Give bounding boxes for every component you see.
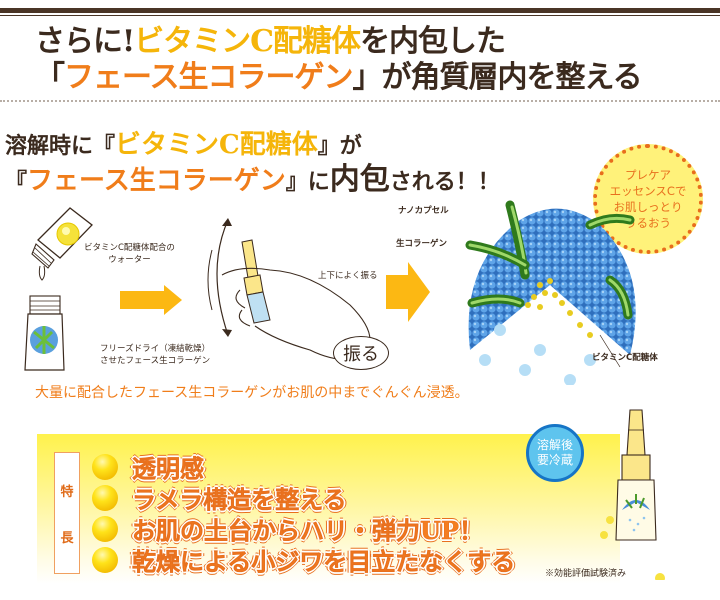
features-list: 透明感 ラメラ構造を整える お肌の土台からハリ・弾力UP！ 乾燥による小ジワを目… <box>92 451 516 576</box>
feature-item: 透明感 <box>92 451 515 483</box>
features-tag: 特 長 <box>54 452 80 574</box>
headline-part: さらに! <box>35 24 135 59</box>
bullet-dot-icon <box>92 515 118 542</box>
collagen-label: 生コラーゲン <box>396 239 448 249</box>
section-divider <box>0 100 720 102</box>
penetrate-text: 大量に配合したフェース生コラーゲンがお肌の中までぐんぐん浸透。 <box>35 385 469 401</box>
bubble-line: うるおう <box>625 216 671 230</box>
subhead-text: 』が <box>317 133 362 159</box>
headline-highlight-vitamin: ビタミンC配糖体 <box>134 24 361 59</box>
freeze-dry-label: フリーズドライ（凍結乾燥） させたフェース生コラーゲン <box>100 344 211 366</box>
bubble-line: エッセンスCで <box>609 184 687 198</box>
subhead-text: 『 <box>5 169 28 195</box>
vitamin-particles <box>525 278 593 338</box>
water-droplets <box>479 324 596 385</box>
collagen-strand-icon <box>465 200 635 320</box>
subhead: 溶解時に『ビタミンC配糖体』が 『フェース生コラーゲン』に内包される！！ <box>5 128 500 199</box>
top-border-thick <box>0 8 720 13</box>
subhead-highlight-vitamin: ビタミンC配糖体 <box>115 130 318 160</box>
dropper-bottle-illustration <box>24 207 93 371</box>
feature-item: ラメラ構造を整える <box>92 482 515 514</box>
top-border-thin <box>0 15 720 16</box>
dropper-icon <box>31 207 93 281</box>
vial-icon <box>24 295 65 371</box>
bottle-in-hand-icon <box>241 239 271 324</box>
nanocapsule-illustration <box>465 200 636 385</box>
subhead-highlight-collagen: フェース生コラーゲン <box>27 166 286 196</box>
feature-item: お肌の土台からハリ・弾力UP！ <box>92 513 515 545</box>
nanocapsule-label: ナノカプセル <box>398 206 449 216</box>
headline-highlight-collagen: フェース生コラーゲン <box>64 60 353 95</box>
shake-bubble: 振る <box>333 336 389 370</box>
subhead-emphasis: 内包 <box>329 162 390 197</box>
headline-part: 」が角質層内を整える <box>352 60 643 95</box>
shake-instruction-label: 上下によく振る <box>318 271 378 281</box>
headline-line-1: さらに!ビタミンC配糖体を内包した <box>35 24 715 60</box>
shaking-hand-illustration <box>207 218 371 361</box>
headline-line-2: 「フェース生コラーゲン」が角質層内を整える <box>35 60 715 96</box>
precare-bubble: プレケア エッセンスCで お肌しっとり うるおう <box>593 144 703 254</box>
refrigerate-badge: 溶解後 要冷蔵 <box>526 424 584 482</box>
efficacy-note: ※効能評価試験済み <box>545 569 627 579</box>
bullet-dot-icon <box>92 453 118 480</box>
bullet-dot-icon <box>92 546 118 573</box>
subhead-line-1: 溶解時に『ビタミンC配糖体』が <box>5 128 500 163</box>
product-bottle-illustration <box>600 409 665 580</box>
bullet-dot-icon <box>92 484 118 511</box>
subhead-text: される！！ <box>389 169 500 195</box>
headline-part: 「 <box>35 60 65 95</box>
headline: さらに!ビタミンC配糖体を内包した 「フェース生コラーゲン」が角質層内を整える <box>35 24 715 96</box>
subhead-text: 溶解時に『 <box>5 133 116 159</box>
bubble-line: お肌しっとり <box>613 200 683 214</box>
features-panel <box>37 434 620 584</box>
vitamin-label: ビタミンC配糖体 <box>592 353 658 363</box>
subhead-text: 』に <box>285 169 330 195</box>
subhead-line-2: 『フェース生コラーゲン』に内包される！！ <box>5 163 500 199</box>
water-label: ビタミンC配糖体配合の ウォーター <box>84 243 175 265</box>
headline-part: を内包した <box>360 24 506 59</box>
bubble-line: プレケア <box>625 168 671 182</box>
feature-item: 乾燥による小ジワを目立たなくする <box>92 544 516 576</box>
